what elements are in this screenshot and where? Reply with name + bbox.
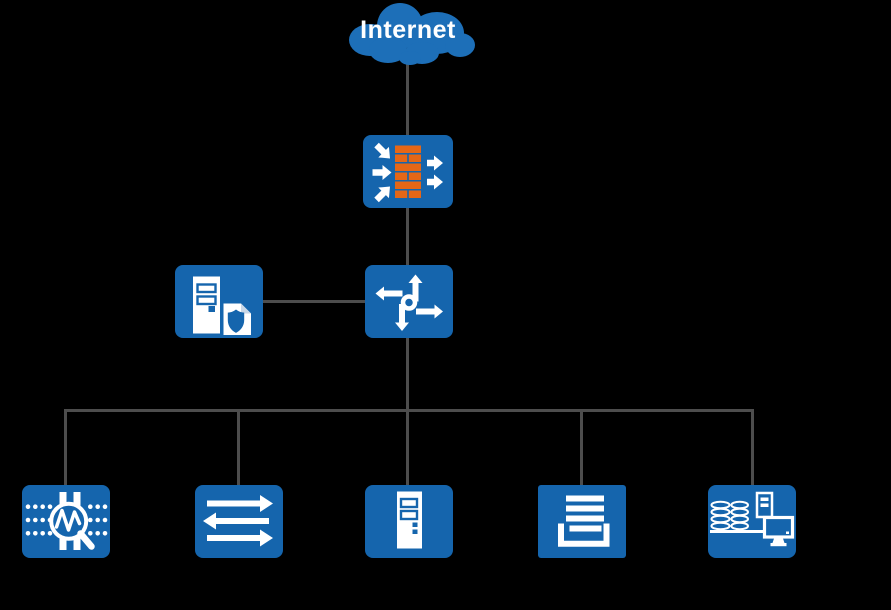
printer-tray-icon — [558, 495, 610, 547]
server-node — [365, 485, 453, 558]
firewall-node — [363, 135, 453, 208]
printer-node — [538, 485, 626, 558]
server-with-shield-icon — [193, 276, 251, 335]
switch-node — [195, 485, 283, 558]
tower-server-icon — [397, 491, 422, 549]
link-bus-traffic-analyzer — [64, 411, 67, 486]
bidirectional-arrows-icon — [203, 495, 273, 547]
firewall-icon — [372, 142, 443, 203]
magnifier-waveform-icon — [25, 492, 108, 550]
cloud-icon — [349, 3, 475, 65]
link-bus-switch — [237, 411, 240, 486]
link-security-server-router — [262, 300, 366, 303]
storage-terminal-node — [708, 485, 796, 558]
security-server-node — [175, 265, 263, 338]
traffic-analyzer-node — [22, 485, 110, 558]
link-bus-printer — [580, 411, 583, 486]
lan-bus-line — [64, 409, 754, 412]
link-internet-firewall — [406, 58, 409, 136]
link-bus-storage-terminal — [751, 411, 754, 486]
router-node — [365, 265, 453, 338]
link-firewall-router — [406, 207, 409, 266]
internet-label: Internet — [360, 16, 456, 44]
router-icon — [375, 274, 443, 331]
database-and-monitor-icon — [710, 491, 795, 547]
internet-cloud-node: Internet — [340, 0, 476, 66]
